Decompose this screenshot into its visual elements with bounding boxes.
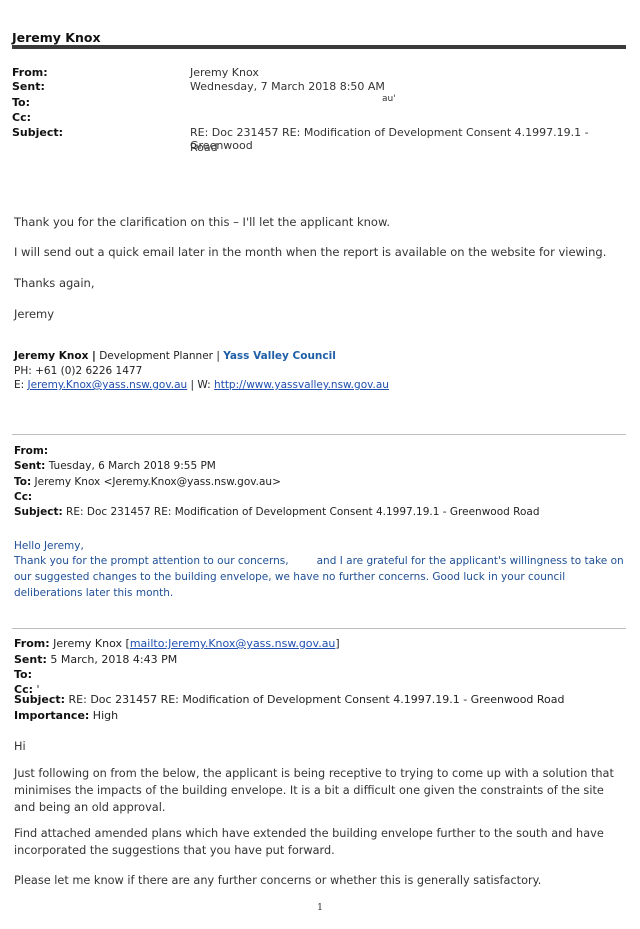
email2-sent: Sent: Tuesday, 6 March 2018 9:55 PM: [14, 460, 216, 472]
subject-value-line2: Road: [190, 141, 218, 154]
cc-label: Cc:: [12, 111, 31, 124]
signature-council: Yass Valley Council: [223, 350, 336, 362]
body-paragraph-4: Jeremy: [14, 307, 55, 321]
signature-line: Jeremy Knox | Development Planner | Yass…: [14, 350, 336, 362]
email2-subject: Subject: RE: Doc 231457 RE: Modification…: [14, 506, 540, 518]
email2-cc: Cc:: [14, 491, 33, 503]
sent-label: Sent:: [12, 80, 45, 93]
email3-paragraph-1: Just following on from the below, the ap…: [14, 767, 614, 814]
email3-paragraph-2: Find attached amended plans which have e…: [14, 827, 604, 857]
subject-label: Subject:: [12, 126, 64, 139]
signature-contact: E: Jeremy.Knox@yass.nsw.gov.au | W: http…: [14, 379, 389, 391]
email3-mailto-link[interactable]: mailto:Jeremy.Knox@yass.nsw.gov.au: [129, 637, 336, 650]
signature-phone: PH: +61 (0)2 6226 1477: [14, 365, 143, 377]
email-prefix: E:: [14, 379, 28, 391]
body-paragraph-1: Thank you for the clarification on this …: [14, 215, 390, 229]
email2-from: From:: [14, 445, 49, 457]
to-label: To:: [12, 96, 30, 109]
email2-line1: Thank you for the prompt attention to ou…: [14, 555, 624, 567]
email2-greeting: Hello Jeremy,: [14, 540, 84, 552]
from-label: From:: [12, 66, 48, 79]
signature-name: Jeremy Knox |: [14, 350, 96, 362]
page-number: 1: [316, 902, 324, 913]
sent-value: Wednesday, 7 March 2018 8:50 AM: [190, 80, 385, 93]
header-rule: [12, 45, 626, 49]
signature-role: Development Planner |: [95, 350, 224, 362]
signature-email-link[interactable]: Jeremy.Knox@yass.nsw.gov.au: [27, 379, 188, 391]
to-value: au': [382, 94, 396, 104]
email2-line3: deliberations later this month.: [14, 587, 174, 599]
email3-paragraph-3: Please let me know if there are any furt…: [14, 874, 542, 887]
email3-cc: Cc: ': [14, 683, 40, 696]
printout-header-name: Jeremy Knox: [12, 30, 101, 45]
web-prefix: | W:: [187, 379, 215, 391]
separator-2: [12, 628, 626, 629]
body-paragraph-2: I will send out a quick email later in t…: [14, 245, 607, 259]
email3-sent: Sent: 5 March, 2018 4:43 PM: [14, 653, 178, 666]
body-paragraph-3: Thanks again,: [14, 276, 95, 290]
separator-1: [12, 434, 626, 435]
email3-from: From: Jeremy Knox [mailto:Jeremy.Knox@ya…: [14, 637, 340, 650]
email3-subject: Subject: RE: Doc 231457 RE: Modification…: [14, 693, 565, 706]
email2-to: To: Jeremy Knox <Jeremy.Knox@yass.nsw.go…: [14, 476, 281, 488]
email2-line2: our suggested changes to the building en…: [14, 571, 566, 583]
signature-web-link[interactable]: http://www.yassvalley.nsw.gov.au: [214, 379, 389, 391]
email3-importance: Importance: High: [14, 709, 119, 722]
subject-value-line1: RE: Doc 231457 RE: Modification of Devel…: [190, 126, 589, 152]
email3-to: To:: [14, 668, 32, 681]
email3-hi: Hi: [14, 740, 26, 753]
from-value: Jeremy Knox: [190, 66, 259, 79]
